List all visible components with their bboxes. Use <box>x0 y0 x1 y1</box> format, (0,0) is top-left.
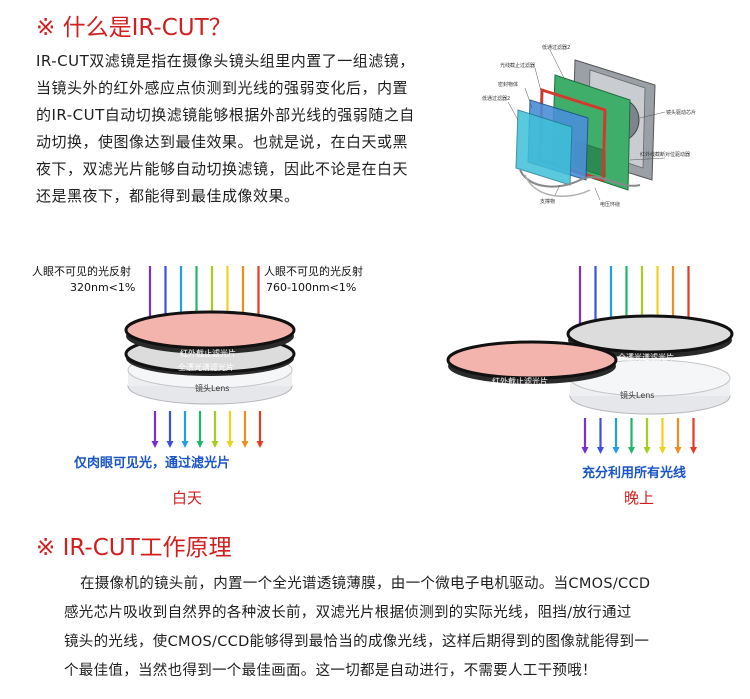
day-right-note-line: 人眼不可见的光反射 <box>264 265 363 278</box>
ray-arrowhead <box>628 447 635 454</box>
ray-arrowhead <box>643 447 651 454</box>
principle-line: 感光芯片吸收到自然界的各种波长前，双滤光片根据侦测到的实际光线，阻挡/放行通过 <box>64 605 632 621</box>
intro-paragraph: IR-CUT双滤镜是指在摄像头镜头组里内置了一组滤镜， 当镜头外的红外感应点侦测… <box>36 48 415 210</box>
diagram-label: 红外线截断对位驱动器 <box>640 151 690 158</box>
intro-line: 的IR-CUT自动切换滤镜能够根据外部光线的强弱随之自 <box>36 106 415 124</box>
night-full-filter-label: 全透光谱滤光片 <box>618 352 674 362</box>
intro-line: 还是黑夜下，都能得到最佳成像效果。 <box>36 187 300 205</box>
night-outgoing-rays <box>581 418 697 454</box>
ray-arrowhead <box>659 447 666 454</box>
intro-line: IR-CUT双滤镜是指在摄像头镜头组里内置了一组滤镜， <box>36 52 415 70</box>
ray-arrowhead <box>151 441 159 448</box>
day-left-note-line: 人眼不可见的光反射 <box>32 265 131 278</box>
diagram-label: 电压环绕 <box>600 201 620 208</box>
day-right-note-line: 760-100nm<1% <box>266 281 357 294</box>
night-label: 晚上 <box>624 489 655 507</box>
day-label: 白天 <box>172 489 203 507</box>
diagram-label: 支撑物 <box>540 198 555 205</box>
diagram-label: 密封物体 <box>498 81 518 88</box>
day-right-note: 人眼不可见的光反射 760-100nm<1% <box>264 264 363 296</box>
ray-arrowhead <box>690 447 697 454</box>
ircut-module-exploded-diagram: 低通过滤器2 光线截止过滤器 密封物体 低通过滤器2 镜头驱动芯片 红外线截断对… <box>482 44 696 208</box>
ray-arrowhead <box>226 441 234 448</box>
ray-arrowhead <box>581 447 589 454</box>
principle-paragraph: 在摄像机的镜头前，内置一个全光谱透镜薄膜，由一个微电子电机驱动。当CMOS/CC… <box>64 570 650 686</box>
diagram-label: 光线截止过滤器 <box>500 62 535 69</box>
intro-line: 当镜头外的红外感应点侦测到光线的强弱变化后，内置 <box>36 79 409 97</box>
day-filter-illustration: 镜头Lens 全透光谱滤光片 红外截止滤光片 <box>124 266 296 448</box>
day-caption: 仅肉眼可见光，通过滤光片 <box>74 456 231 471</box>
diagram-label: 镜头驱动芯片 <box>666 109 696 116</box>
night-caption: 充分利用所有光线 <box>582 466 687 481</box>
principle-line: 在摄像机的镜头前，内置一个全光谱透镜薄膜，由一个微电子电机驱动。当CMOS/CC… <box>80 576 651 592</box>
day-full-filter-label: 全透光谱滤光片 <box>178 362 234 372</box>
day-ir-filter-label: 红外截止滤光片 <box>180 348 236 358</box>
intro-line: 动切换，使图像达到最佳效果。也就是说，在白天或黑 <box>36 133 409 151</box>
ray-arrowhead <box>166 441 174 448</box>
day-left-note: 人眼不可见的光反射 320nm<1% <box>32 264 135 296</box>
intro-line: 夜下，双滤光片能够自动切换滤镜，因此不论是在白天 <box>36 160 409 178</box>
principle-line: 镜头的光线，使CMOS/CCD能够得到最恰当的成像光线，这样后期得到的图像就能得… <box>64 634 650 650</box>
ray-arrowhead <box>241 441 249 448</box>
day-outgoing-rays <box>151 411 264 448</box>
ray-arrowhead <box>181 441 189 448</box>
ray-arrowhead <box>211 441 219 448</box>
day-lens-label: 镜头Lens <box>195 383 229 393</box>
diagram-label: 低通过滤器2 <box>542 44 570 51</box>
night-filter-illustration: 镜头Lens 全透光谱滤光片 红外截止滤光片 <box>446 266 734 454</box>
principle-line: 个最佳值，当然也得到一个最佳画面。这一切都是自动进行，不需要人工干预哦！ <box>64 663 597 679</box>
section-title-working-principle: ※ IR-CUT工作原理 <box>36 535 232 561</box>
ray-arrowhead <box>674 447 682 454</box>
ray-arrowhead <box>256 441 264 448</box>
ray-arrowhead <box>597 447 604 454</box>
diagram-label: 低通过滤器2 <box>482 95 510 102</box>
ray-arrowhead <box>196 441 204 448</box>
section-title-what-is-ircut: ※ 什么是IR-CUT？ <box>36 15 232 41</box>
night-lens-label: 镜头Lens <box>620 390 654 400</box>
night-ir-filter-label: 红外截止滤光片 <box>492 376 548 386</box>
day-left-note-line: 320nm<1% <box>70 281 136 294</box>
ray-arrowhead <box>612 447 620 454</box>
